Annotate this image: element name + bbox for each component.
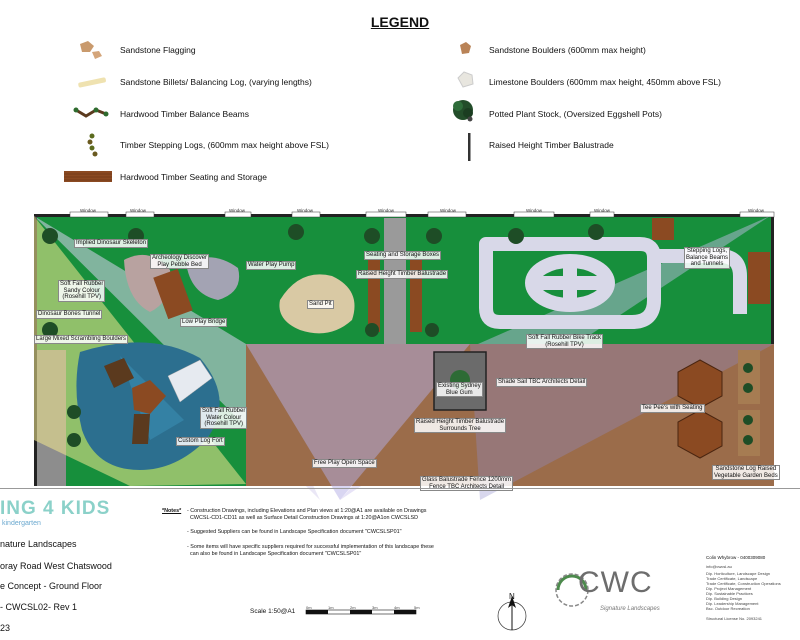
window-label-5: Window [378, 208, 395, 213]
designer-line-3: Trade Certificate, Landscape [706, 576, 758, 581]
scale-tick-0: 0m [306, 605, 312, 610]
legend-item-stepping-logs: Timber Stepping Logs, (600mm max height … [120, 140, 329, 150]
north-label: N [509, 592, 515, 601]
designer-line-5: Dip. Project Management [706, 586, 752, 591]
designer-line-2: Dip. Horticulture, Landscape Design [706, 571, 771, 576]
legend-icons [64, 41, 474, 182]
legend-title: LEGEND [370, 14, 430, 30]
title-line-4: - CWCSL02- Rev 1 [0, 602, 78, 612]
window-label-6: Window [440, 208, 457, 213]
legend-item-balance-beams: Hardwood Timber Balance Beams [120, 109, 249, 119]
window-label-9: Window [748, 208, 765, 213]
scale-tick-5: 5m [414, 605, 420, 610]
window-label-8: Window [594, 208, 611, 213]
legend-item-limestone-boulders: Limestone Boulders (600mm max height, 45… [489, 77, 721, 87]
title-line-1: nature Landscapes [0, 539, 77, 549]
designer-line-8: Dip. Leadership Management [706, 601, 759, 606]
brand-subtitle: kindergarten [2, 520, 41, 527]
balance-beam-icon [73, 107, 109, 118]
scale-bar [305, 609, 417, 615]
window-label-3: Window [229, 208, 246, 213]
designer-contact: Colin Whybrow - 0400309080 [706, 555, 766, 560]
title-line-2: oray Road West Chatswood [0, 561, 112, 571]
legend-item-potted-plants: Potted Plant Stock, (Oversized Eggshell … [489, 109, 662, 119]
note-5: can also be found in Landscape Specifica… [187, 551, 362, 557]
central-path [384, 218, 406, 344]
legend-item-sandstone-boulders: Sandstone Boulders (600mm max height) [489, 45, 646, 55]
notes-heading: *Notes* [162, 508, 182, 514]
scale-label: Scale 1:50@A1 [250, 608, 296, 615]
north-arrow-icon [497, 596, 527, 631]
title-line-3: e Concept - Ground Floor [0, 581, 103, 591]
note-2: CWCSL-CD1-CD11 as well as Surface Detail… [187, 515, 418, 521]
sandstone-billet-icon [78, 77, 106, 88]
sandstone-boulder-icon [460, 42, 471, 54]
designer-line-4: Trade Certificate, Construction Operatio… [706, 581, 781, 586]
designer-line-1: info@cwcsl.au [706, 564, 732, 569]
note-4: - Some items will have specific supplier… [187, 544, 434, 550]
vegetable-beds [738, 350, 760, 456]
potted-plant-icon [453, 100, 473, 122]
timber-seating-icon [64, 171, 112, 182]
stepping-logs-icon [87, 133, 98, 157]
window-label-2: Window [130, 208, 147, 213]
legend-item-sandstone-billets: Sandstone Billets/ Balancing Log, (varyi… [120, 77, 312, 87]
designer-line-9: Bsc. Outdoor Recreation [706, 606, 750, 611]
window-label-1: Window [80, 208, 97, 213]
limestone-boulder-icon [457, 71, 474, 88]
balustrade-icon [468, 133, 471, 161]
logo-subtitle: Signature Landscapes [600, 606, 660, 612]
sandstone-flagging-icon [80, 41, 102, 59]
cwc-logo-icon [555, 573, 589, 607]
legend-item-timber-seating: Hardwood Timber Seating and Storage [120, 172, 267, 182]
brand-name: ING 4 KIDS [0, 498, 111, 519]
title-block [0, 488, 800, 640]
window-label-7: Window [526, 208, 543, 213]
licence-number: Structural License No. 2093241 [706, 616, 763, 621]
scale-tick-1: 1m [328, 605, 334, 610]
title-line-5: 23 [0, 623, 11, 633]
tee-pees [677, 359, 723, 459]
legend-item-balustrade: Raised Height Timber Balustrade [489, 140, 614, 150]
scale-tick-4: 4m [394, 605, 400, 610]
logo-text: CWC [578, 566, 653, 599]
note-3: - Suggested Suppliers can be found in La… [187, 529, 402, 535]
scale-tick-2: 2m [350, 605, 356, 610]
designer-line-6: Dip. Sustainable Practices [706, 591, 753, 596]
designer-line-7: Dip. Building Design [706, 596, 743, 601]
window-label-4: Window [297, 208, 314, 213]
scale-tick-3: 3m [372, 605, 378, 610]
legend-item-sandstone-flagging: Sandstone Flagging [120, 45, 196, 55]
note-1: - Construction Drawings, including Eleva… [187, 508, 427, 514]
